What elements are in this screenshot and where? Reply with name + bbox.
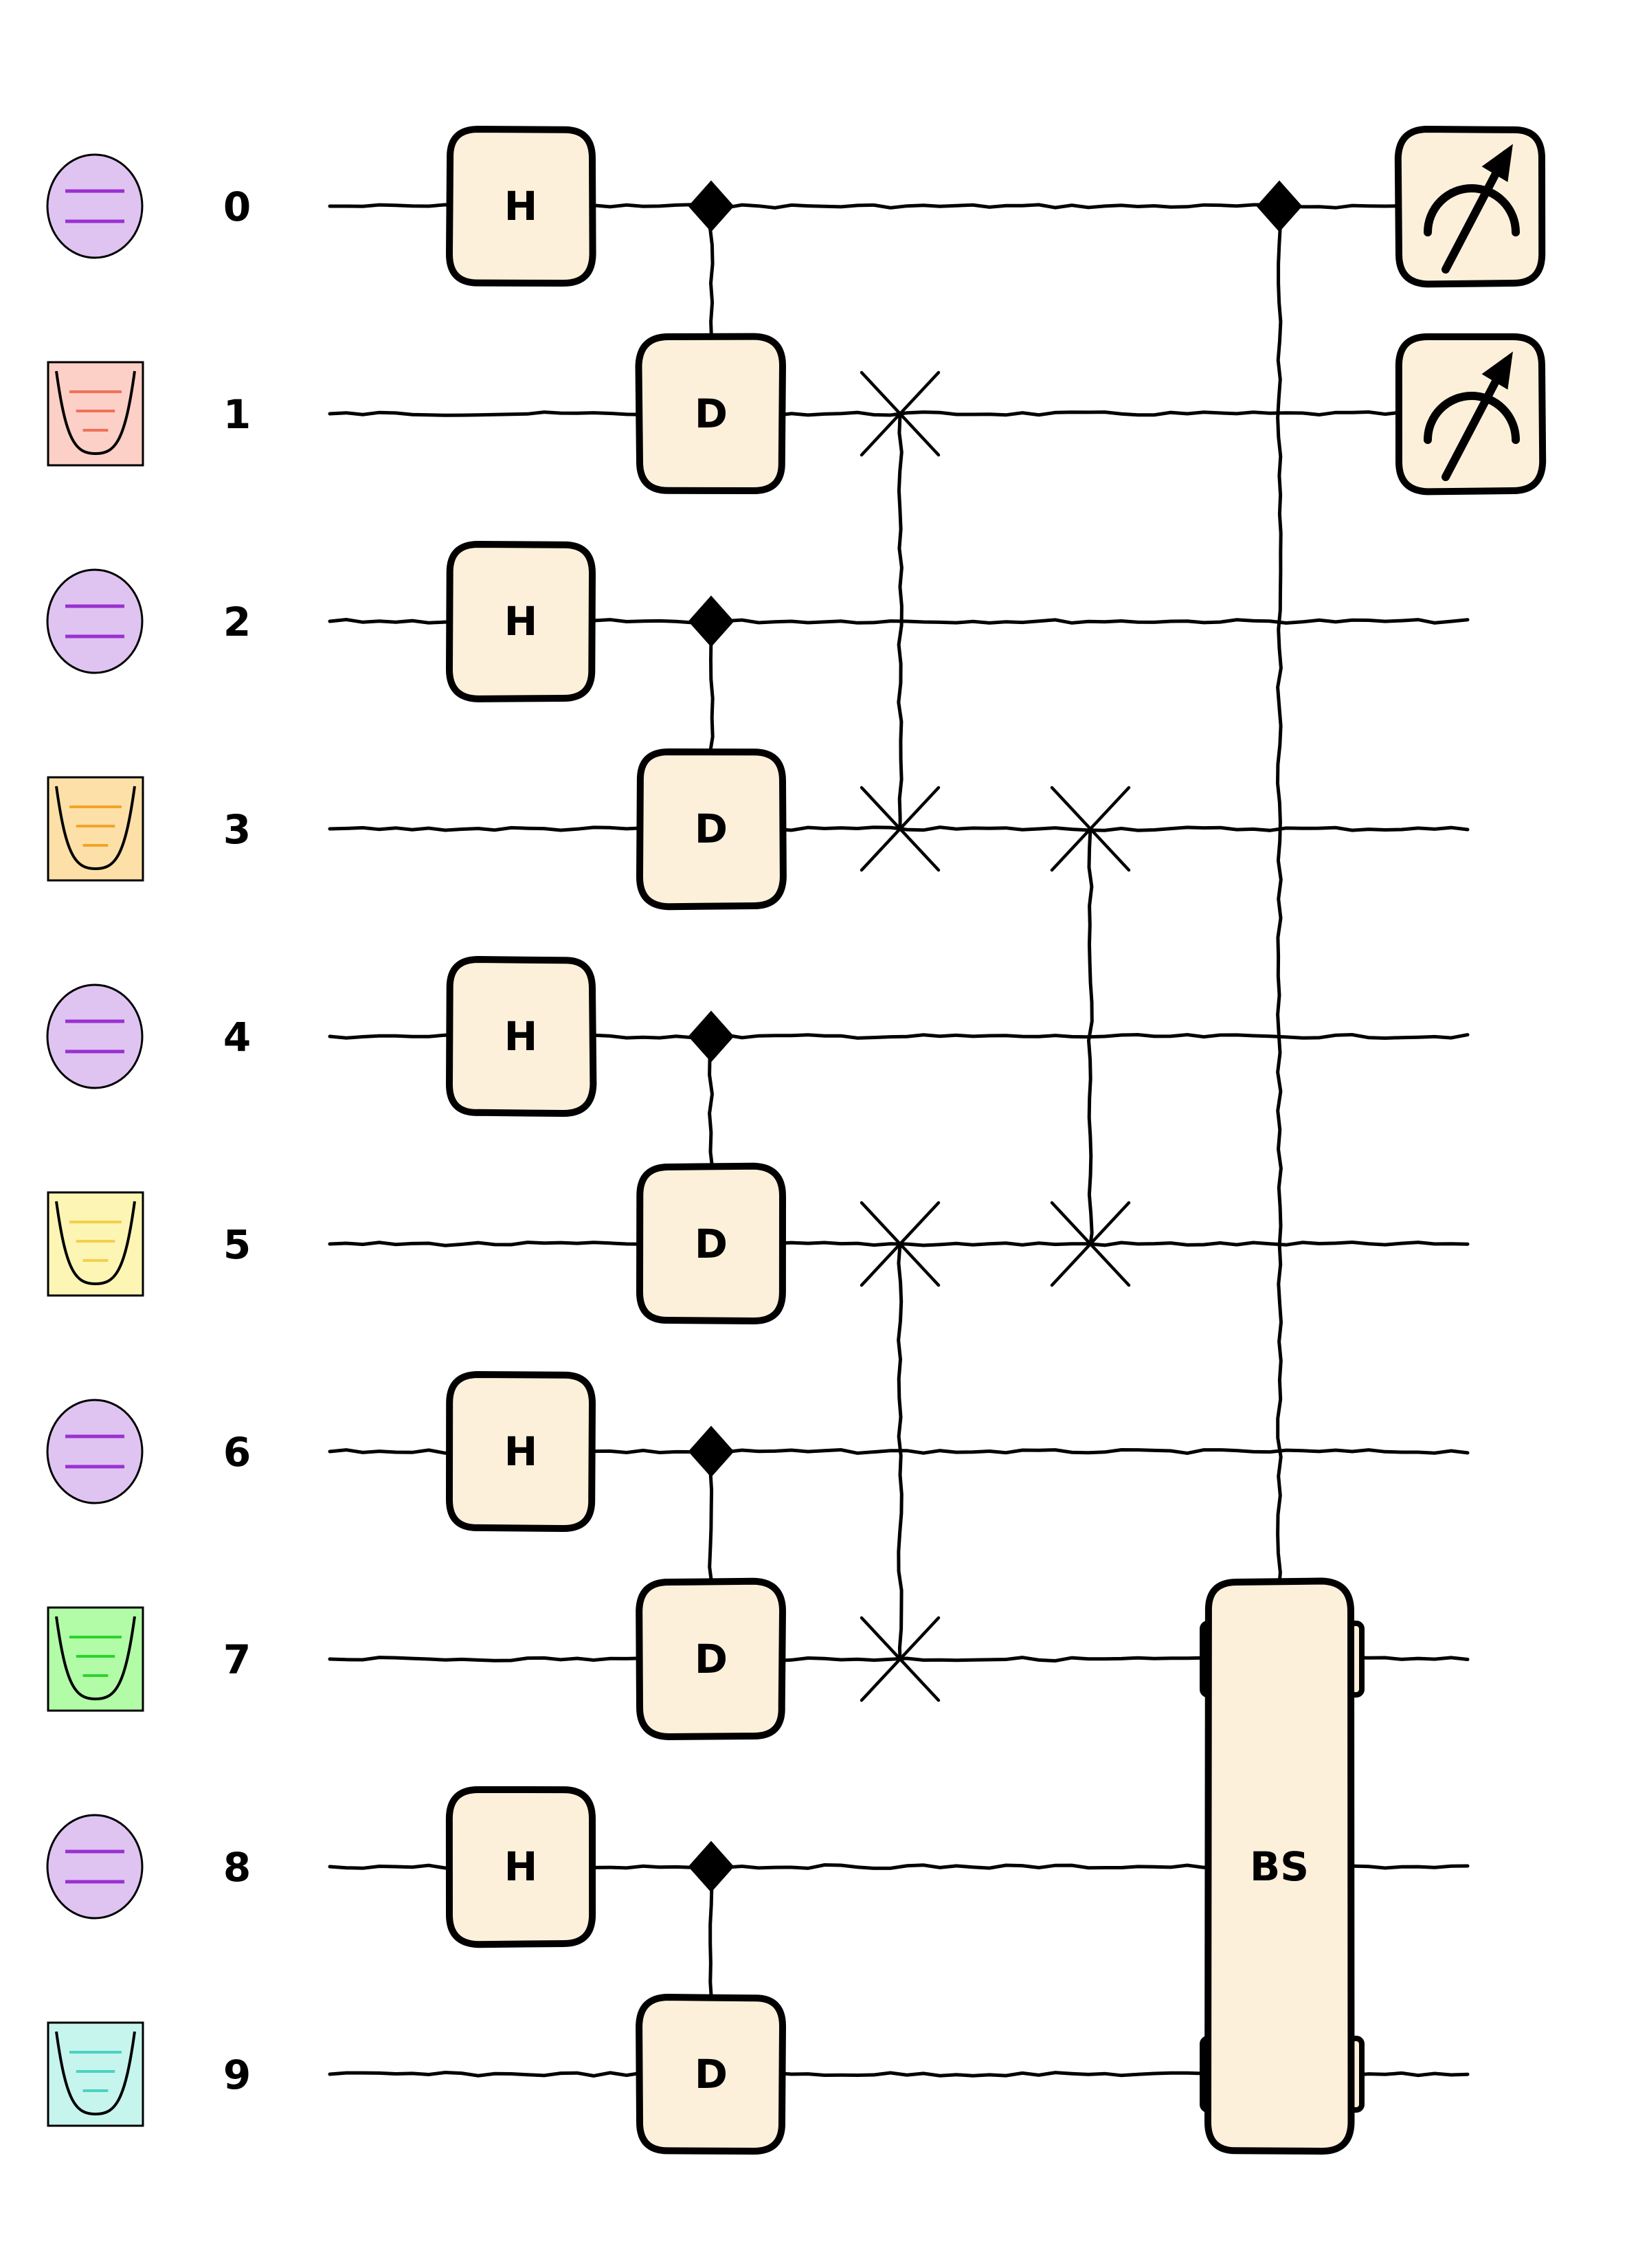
gate-label: D [695, 1636, 728, 1682]
control-dot [688, 1010, 734, 1063]
gate-label: BS [1250, 1843, 1309, 1890]
measurement-gate[interactable] [1394, 125, 1546, 288]
controlled-bs-connector [1275, 204, 1283, 1586]
hadamard-gate[interactable]: H [445, 540, 596, 702]
displacement-gate[interactable]: D [636, 1993, 787, 2155]
qubit-icon [46, 568, 144, 674]
swap-icon [1050, 786, 1131, 872]
hadamard-gate[interactable]: H [445, 1786, 596, 1948]
swap-connector-5-7 [897, 1242, 904, 1661]
wire-label: 3 [223, 806, 251, 853]
displacement-gate[interactable]: D [636, 748, 787, 911]
meter-icon [1424, 351, 1520, 481]
gate-label: H [504, 598, 538, 645]
swap-icon [860, 1616, 941, 1702]
wire-label: 1 [223, 391, 251, 438]
gate-label: D [695, 390, 728, 437]
gates-layer: H H H H H D D D D D BS [445, 125, 1547, 2155]
control-dot [1256, 180, 1303, 232]
swap-icon [860, 786, 941, 872]
wire-label: 8 [223, 1844, 251, 1891]
wire-label: 9 [223, 2052, 251, 2098]
displacement-gate[interactable]: D [636, 1162, 787, 1325]
qumode-icon [47, 776, 144, 882]
gate-label: D [695, 1221, 728, 1267]
swap-icon [1050, 1201, 1131, 1287]
gate-label: H [504, 1428, 538, 1475]
displacement-gate[interactable]: D [636, 1577, 787, 1741]
hadamard-gate[interactable]: H [445, 1370, 596, 1533]
wire-label: 4 [223, 1014, 251, 1060]
displacement-gate[interactable]: D [635, 333, 787, 495]
measurement-gate[interactable] [1395, 333, 1547, 496]
control-dot [688, 1841, 734, 1893]
hadamard-gate[interactable]: H [445, 955, 597, 1118]
wire-label: 5 [223, 1221, 251, 1268]
qubit-icon [46, 153, 144, 259]
swap-connector-1-3 [897, 412, 904, 831]
qumode-icon [47, 1191, 144, 1297]
swap-connector-3-5 [1086, 827, 1094, 1246]
wire-label: 6 [223, 1429, 251, 1476]
wire-icons-layer: 0 1 2 3 4 5 6 7 8 9 [46, 153, 251, 2127]
qubit-icon [46, 1814, 144, 1920]
wire-label: 0 [223, 184, 251, 230]
control-dot [688, 595, 734, 647]
meter-icon [1424, 144, 1520, 274]
hadamard-gate[interactable]: H [445, 125, 596, 287]
gate-label: D [695, 2051, 728, 2098]
qumode-icon [47, 361, 144, 467]
wire-label: 7 [223, 1636, 251, 1683]
control-dot [688, 1425, 734, 1478]
control-dot [688, 180, 734, 232]
wire-label: 2 [223, 599, 251, 645]
gate-label: H [504, 183, 538, 230]
qubit-icon [46, 983, 144, 1089]
qumode-icon [47, 1606, 144, 1712]
gate-label: H [504, 1843, 538, 1890]
swap-icon [860, 370, 941, 457]
connectors-layer [708, 204, 1283, 2076]
beamsplitter-gate[interactable]: BS [1204, 1577, 1355, 2155]
swap-icon [860, 1201, 941, 1287]
qubit-icon [46, 1399, 144, 1504]
gate-label: H [504, 1013, 538, 1060]
gate-label: D [695, 805, 728, 852]
qumode-icon [47, 2021, 144, 2127]
